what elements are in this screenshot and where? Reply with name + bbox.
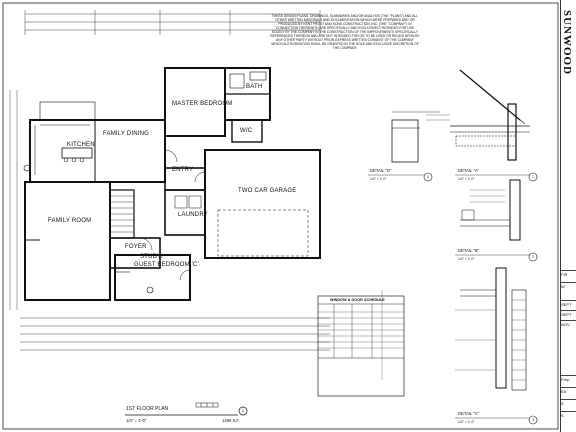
plan-area: 1296 S.F. xyxy=(222,418,240,423)
room-label-laundry: LAUNDRY xyxy=(178,212,208,218)
title-block-brand: SUNWOOD xyxy=(561,10,573,76)
title-block-cell: S xyxy=(561,411,576,418)
detail-b-label: DETAIL "B" xyxy=(458,248,480,253)
detail-c-scale: 1/2" = 1'-0" xyxy=(458,420,475,424)
room-label-master-bedroom: MASTER BEDROOM xyxy=(172,101,233,107)
title-block-cell: Prep xyxy=(561,375,576,382)
schedule-table xyxy=(317,290,405,397)
floor-plan xyxy=(9,10,330,416)
room-label-family-dining: FAMILY DINING xyxy=(103,131,150,137)
title-block-cell: S xyxy=(561,399,576,406)
detail-c-label: DETAIL "C" xyxy=(458,411,480,416)
room-label-foyer: FOYER xyxy=(125,244,147,250)
copyright-note: THESE DESIGN PLANS, DRAWINGS, SUMMARIES … xyxy=(270,14,420,50)
detail-a-label: DETAIL "A" xyxy=(458,168,480,173)
room-label-kitchen: KITCHEN xyxy=(67,142,95,148)
detail-c-number: 3 xyxy=(532,418,534,422)
title-block xyxy=(560,0,576,432)
detail-d-scale: 1/2" = 1'-0" xyxy=(370,177,387,181)
plan-title: 1ST FLOOR PLAN xyxy=(126,406,169,412)
detail-a-number: 1 xyxy=(532,175,534,179)
detail-drawings xyxy=(368,69,538,425)
room-label-entry: ENTRY xyxy=(172,167,194,173)
title-block-cell: SEPT xyxy=(561,300,576,307)
room-label-bath: BATH xyxy=(246,84,263,90)
room-label-guest-bedroom: GUEST BEDROOM 'C' xyxy=(134,262,199,268)
detail-d-number: 4 xyxy=(427,175,429,179)
detail-a-scale: 1/2" = 1'-0" xyxy=(458,177,475,181)
room-label-garage: TWO CAR GARAGE xyxy=(238,188,297,194)
plan-scale: 1/4" = 1'-0" xyxy=(126,418,147,423)
room-label-study: STUDY/ xyxy=(140,254,164,260)
schedule-title: WINDOW & DOOR SCHEDULE xyxy=(330,298,385,302)
title-block-cell: W xyxy=(561,282,576,289)
detail-b-scale: 1/2" = 1'-0" xyxy=(458,257,475,261)
detail-d-label: DETAIL "D" xyxy=(370,168,392,173)
detail-b-number: 2 xyxy=(532,255,534,259)
plan-number: 1 xyxy=(242,409,244,413)
title-block-cell: SEPT xyxy=(561,310,576,317)
room-label-wic: W/C xyxy=(240,128,253,134)
title-block-cell: NOV xyxy=(561,320,576,327)
title-block-cell: FIR xyxy=(561,270,576,277)
room-label-family-room: FAMILY ROOM xyxy=(48,218,92,224)
title-block-cell: EA xyxy=(561,387,576,394)
